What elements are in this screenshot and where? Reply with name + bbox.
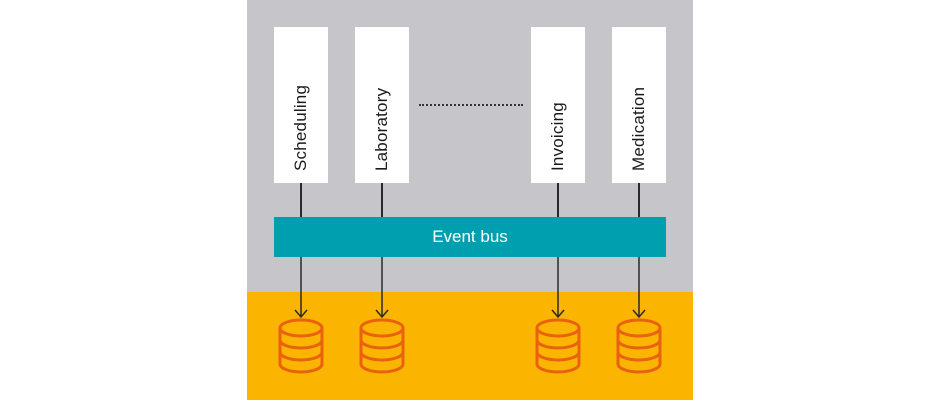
database-icon <box>535 318 581 374</box>
arrow-down-icon <box>551 257 565 319</box>
database-icon <box>616 318 662 374</box>
event-bus-label: Event bus <box>432 227 508 246</box>
connector-line <box>638 183 640 217</box>
service-laboratory[interactable]: Laboratory <box>355 27 409 183</box>
service-scheduling[interactable]: Scheduling <box>274 27 328 183</box>
event-bus[interactable]: Event bus <box>274 217 666 257</box>
database-icon <box>359 318 405 374</box>
arrow-down-icon <box>632 257 646 319</box>
connector-line <box>557 183 559 217</box>
ellipsis-dots <box>419 104 523 106</box>
connector-line <box>381 183 383 217</box>
arrow-down-icon <box>294 257 308 319</box>
database-icon <box>278 318 324 374</box>
service-medication[interactable]: Medication <box>612 27 666 183</box>
arrow-down-icon <box>375 257 389 319</box>
connector-line <box>300 183 302 217</box>
service-invoicing[interactable]: Invoicing <box>531 27 585 183</box>
